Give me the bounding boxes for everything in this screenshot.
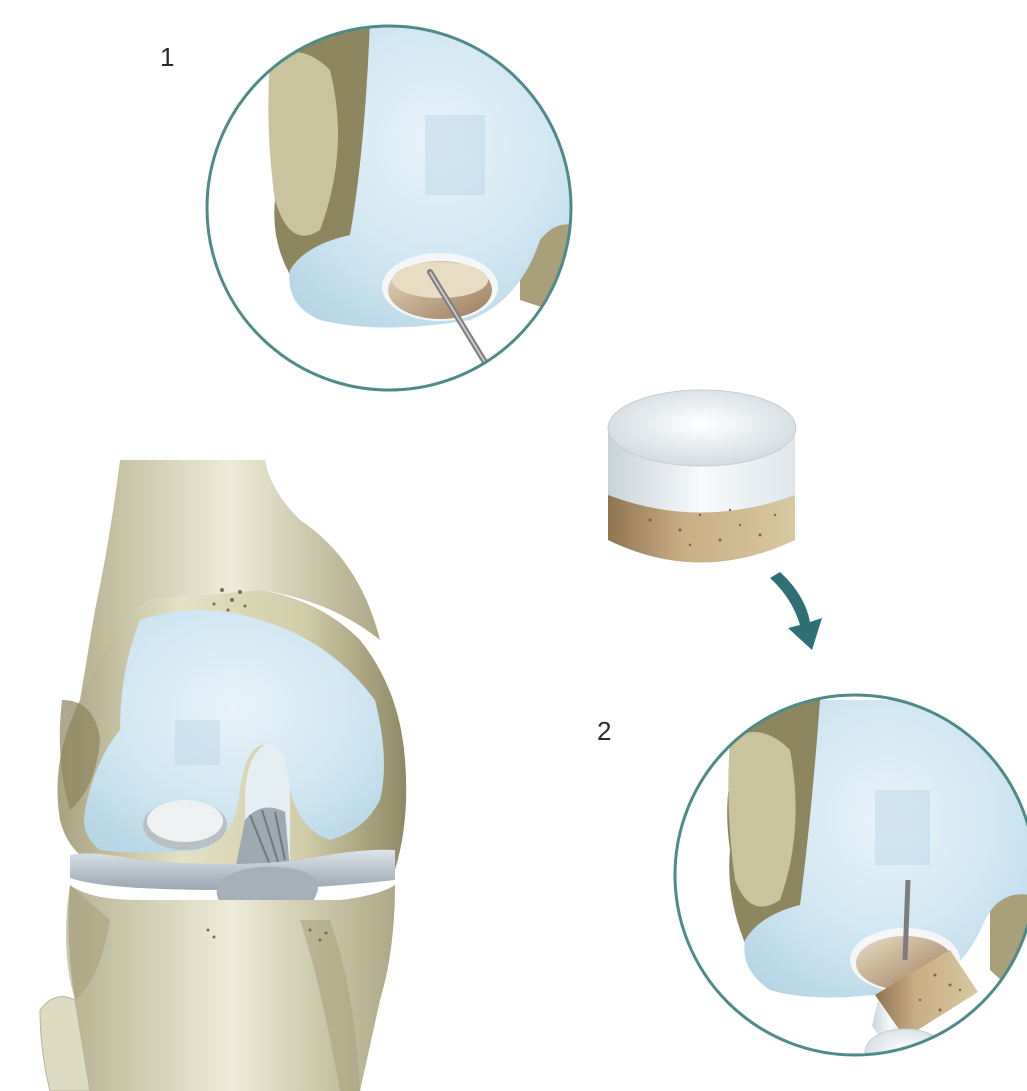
step2-detail xyxy=(670,690,1027,1075)
step1-label: 1 xyxy=(160,42,174,73)
curved-down-arrow-icon xyxy=(770,572,822,650)
step1-detail xyxy=(200,20,585,400)
osteochondral-plug xyxy=(608,390,796,563)
knee-joint xyxy=(40,460,406,1091)
step2-label: 2 xyxy=(597,716,611,747)
